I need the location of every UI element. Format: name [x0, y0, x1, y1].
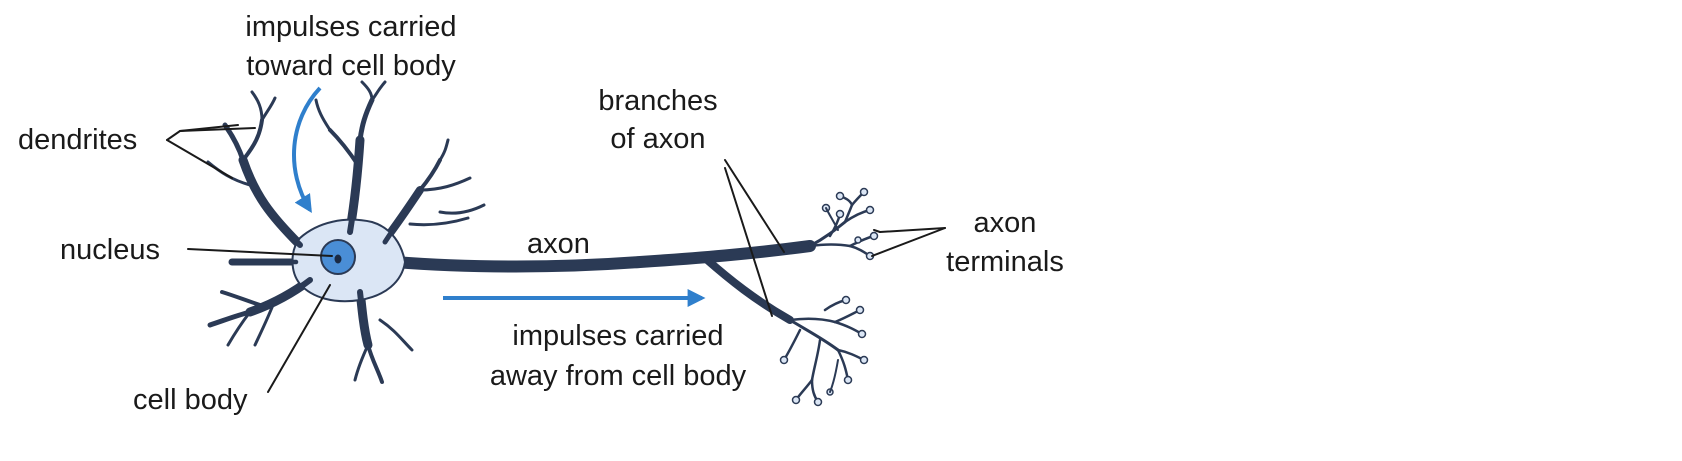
label-impulses-toward-line2: toward cell body: [246, 50, 456, 82]
axon-terminals-leader-lower: [871, 227, 946, 257]
branches-leader-lower: [724, 167, 773, 317]
axon-terminals-leader-upper: [879, 227, 946, 233]
nucleolus: [334, 254, 342, 264]
label-impulses-toward-line1: impulses carried: [245, 11, 456, 43]
label-axon: axon: [527, 228, 590, 260]
branches-leader-upper: [724, 159, 785, 253]
label-impulses-away-line1: impulses carried: [512, 320, 723, 352]
label-branches-line1: branches: [598, 85, 717, 117]
arrow-toward-cell-body: [292, 86, 322, 214]
label-axon-terminals-line1: axon: [974, 207, 1037, 239]
axon-terminals-lower: [779, 295, 869, 407]
label-dendrites: dendrites: [18, 124, 137, 156]
leader-lines: [166, 124, 946, 393]
label-impulses-away-line2: away from cell body: [490, 360, 747, 392]
label-branches-line2: of axon: [610, 123, 705, 155]
label-nucleus: nucleus: [60, 234, 160, 266]
labels: impulses carried toward cell body dendri…: [18, 11, 1064, 416]
label-axon-terminals-line2: terminals: [946, 246, 1064, 278]
nucleus-leader: [187, 248, 333, 257]
axon-terminals-upper: [808, 187, 879, 261]
label-cell-body: cell body: [133, 384, 248, 416]
cell-body-leader: [267, 284, 331, 393]
